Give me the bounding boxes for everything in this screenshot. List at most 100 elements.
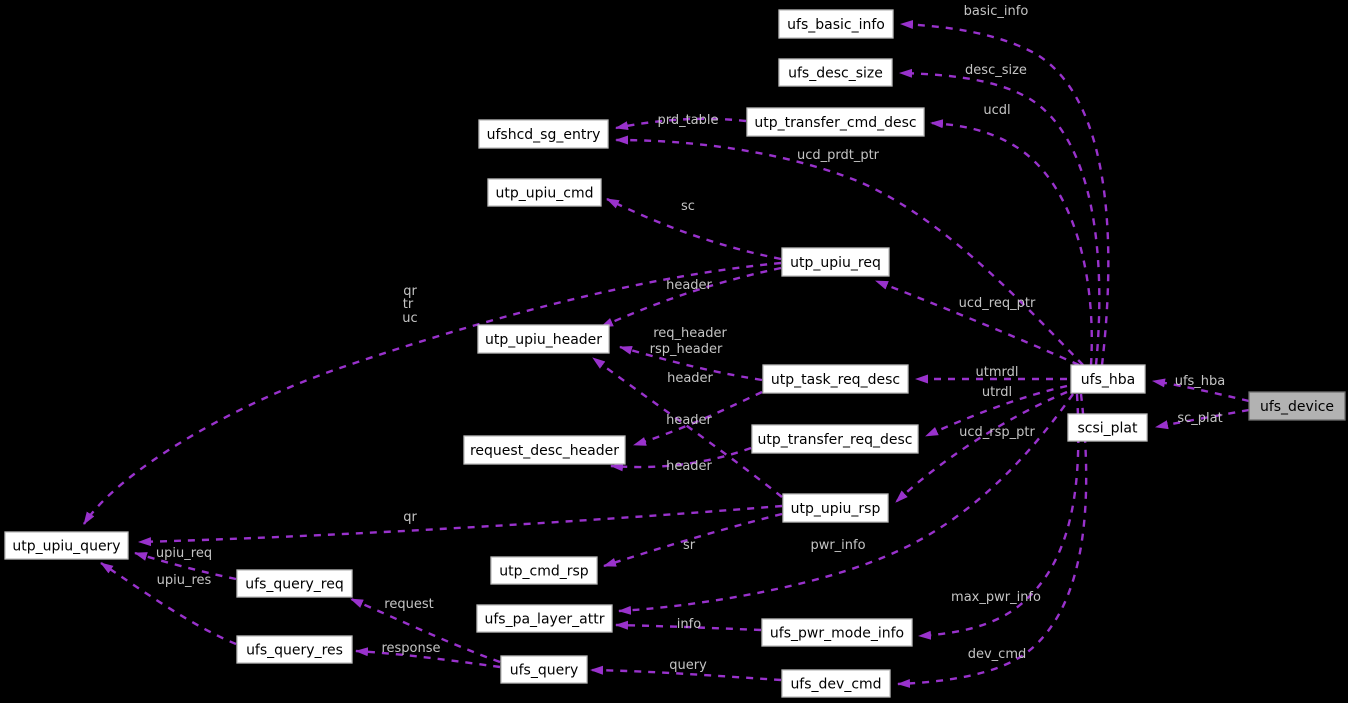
edge-label-sc: sc [681, 199, 695, 214]
edge-label-upiu_res: upiu_res [157, 573, 212, 588]
node-label-scsi_plat: scsi_plat [1077, 421, 1138, 437]
node-label-utp_transfer_cmd_desc: utp_transfer_cmd_desc [754, 115, 916, 131]
edge-label-response: response [381, 641, 440, 656]
node-label-ufs_query: ufs_query [510, 663, 579, 679]
node-label-ufs_dev_cmd: ufs_dev_cmd [790, 677, 881, 693]
edge-label-uc: uc [402, 311, 417, 326]
node-request_desc_header[interactable]: request_desc_header [463, 435, 626, 465]
node-label-utp_upiu_cmd: utp_upiu_cmd [496, 186, 594, 202]
node-box-ufs_dev_cmd[interactable] [781, 669, 891, 698]
node-label-utp_task_req_desc: utp_task_req_desc [771, 372, 900, 388]
node-utp_transfer_cmd_desc[interactable]: utp_transfer_cmd_desc [746, 107, 925, 137]
node-label-ufs_query_req: ufs_query_req [245, 577, 343, 593]
edge-label-dev_cmd: dev_cmd [968, 647, 1027, 662]
node-label-utp_upiu_query: utp_upiu_query [12, 539, 120, 555]
edge-label-query: query [669, 658, 707, 673]
edge-ufs_hba-ucd_prdt_ptr [615, 135, 1084, 366]
edge-label-max_pwr_info: max_pwr_info [951, 590, 1041, 605]
edge-utp_transfer_req_desc-header [610, 446, 752, 472]
edge-utp_upiu_req-qr-tr-uc [82, 261, 782, 525]
node-label-utp_transfer_req_desc: utp_transfer_req_desc [758, 432, 913, 448]
node-utp_upiu_cmd[interactable]: utp_upiu_cmd [487, 178, 602, 207]
edge-utp_transfer_cmd_desc-prd_table [615, 117, 747, 131]
node-box-ufs_query_res[interactable] [236, 635, 353, 664]
node-ufshcd_sg_entry[interactable]: ufshcd_sg_entry [478, 119, 609, 149]
edge-ufs_hba-ucd_req_ptr [875, 279, 1080, 367]
node-label-ufshcd_sg_entry: ufshcd_sg_entry [487, 127, 601, 143]
node-box-ufs_query[interactable] [500, 655, 588, 684]
node-utp_upiu_req[interactable]: utp_upiu_req [781, 247, 890, 277]
node-label-request_desc_header: request_desc_header [470, 443, 619, 459]
node-utp_upiu_query[interactable]: utp_upiu_query [4, 531, 129, 560]
node-ufs_device[interactable]: ufs_device [1248, 391, 1346, 421]
edge-label-header: header [666, 278, 712, 293]
edge-ufs_query-response [355, 647, 501, 669]
node-utp_upiu_rsp[interactable]: utp_upiu_rsp [782, 493, 889, 523]
edge-label-qr: qr [403, 284, 417, 299]
node-box-ufs_hba[interactable] [1070, 364, 1146, 394]
node-box-utp_upiu_req[interactable] [781, 247, 890, 277]
edge-ufs_hba-basic_info [900, 20, 1110, 366]
node-ufs_dev_cmd[interactable]: ufs_dev_cmd [781, 669, 891, 698]
node-label-ufs_desc_size: ufs_desc_size [788, 66, 883, 82]
edge-label-header: header [666, 459, 712, 474]
node-ufs_hba[interactable]: ufs_hba [1070, 364, 1146, 394]
node-box-request_desc_header[interactable] [463, 435, 626, 465]
node-box-utp_cmd_rsp[interactable] [490, 556, 598, 585]
node-ufs_query_res[interactable]: ufs_query_res [236, 635, 353, 664]
node-box-utp_transfer_req_desc[interactable] [751, 424, 919, 454]
edge-utp_task_req_desc-header [633, 390, 763, 447]
node-ufs_basic_info[interactable]: ufs_basic_info [778, 9, 894, 39]
edge-label-basic_info: basic_info [964, 4, 1029, 19]
edge-label-desc_size: desc_size [965, 63, 1027, 78]
edge-ufs_hba-dev_cmd [897, 393, 1088, 688]
edge-label-header: header [666, 413, 712, 428]
node-ufs_pwr_mode_info[interactable]: ufs_pwr_mode_info [761, 618, 913, 647]
edge-label-ucd_rsp_ptr: ucd_rsp_ptr [959, 425, 1035, 440]
node-box-ufs_query_req[interactable] [236, 569, 353, 598]
edge-label-utmrdl: utmrdl [976, 365, 1019, 380]
node-box-utp_upiu_cmd[interactable] [487, 178, 602, 207]
edge-label-info: info [677, 617, 701, 632]
node-box-ufs_pa_layer_attr[interactable] [476, 604, 613, 633]
node-utp_cmd_rsp[interactable]: utp_cmd_rsp [490, 556, 598, 585]
node-scsi_plat[interactable]: scsi_plat [1067, 413, 1148, 442]
node-box-ufs_device[interactable] [1248, 391, 1346, 421]
edge-label-qr: qr [403, 510, 417, 525]
node-ufs_desc_size[interactable]: ufs_desc_size [778, 58, 893, 87]
node-box-ufs_basic_info[interactable] [778, 9, 894, 39]
node-label-utp_upiu_header: utp_upiu_header [485, 332, 602, 348]
node-ufs_query[interactable]: ufs_query [500, 655, 588, 684]
edge-label-prd_table: prd_table [657, 113, 718, 128]
node-box-ufshcd_sg_entry[interactable] [478, 119, 609, 149]
edge-label-header: header [667, 371, 713, 386]
node-ufs_query_req[interactable]: ufs_query_req [236, 569, 353, 598]
edge-utp_task_req_desc-req_header-rsp_header [619, 345, 763, 382]
edge-label-ucdl: ucdl [983, 103, 1010, 118]
edge-ufs_hba-utrdl [925, 384, 1068, 438]
node-box-ufs_desc_size[interactable] [778, 58, 893, 87]
node-utp_upiu_header[interactable]: utp_upiu_header [477, 324, 610, 354]
edge-ufs_hba-max_pwr_info [918, 393, 1080, 640]
node-label-utp_upiu_req: utp_upiu_req [790, 255, 881, 271]
node-box-utp_upiu_header[interactable] [477, 324, 610, 354]
node-box-scsi_plat[interactable] [1067, 413, 1148, 442]
edge-utp_upiu_rsp-header [592, 357, 783, 498]
edge-label-req_header: req_header [653, 326, 727, 341]
node-box-utp_task_req_desc[interactable] [762, 364, 909, 394]
edge-label-ucd_req_ptr: ucd_req_ptr [959, 296, 1036, 311]
edge-ufs_hba-desc_size [899, 68, 1101, 366]
edge-ufs_hba-pwr_info [618, 393, 1074, 615]
node-box-utp_transfer_cmd_desc[interactable] [746, 107, 925, 137]
edge-label-utrdl: utrdl [982, 385, 1012, 400]
edge-label-rsp_header: rsp_header [650, 342, 723, 357]
node-box-utp_upiu_query[interactable] [4, 531, 129, 560]
node-utp_transfer_req_desc[interactable]: utp_transfer_req_desc [751, 424, 919, 454]
node-box-ufs_pwr_mode_info[interactable] [761, 618, 913, 647]
node-box-utp_upiu_rsp[interactable] [782, 493, 889, 523]
node-ufs_pa_layer_attr[interactable]: ufs_pa_layer_attr [476, 604, 613, 633]
node-utp_task_req_desc[interactable]: utp_task_req_desc [762, 364, 909, 394]
edge-ufs_device-ufs_hba [1152, 378, 1250, 403]
